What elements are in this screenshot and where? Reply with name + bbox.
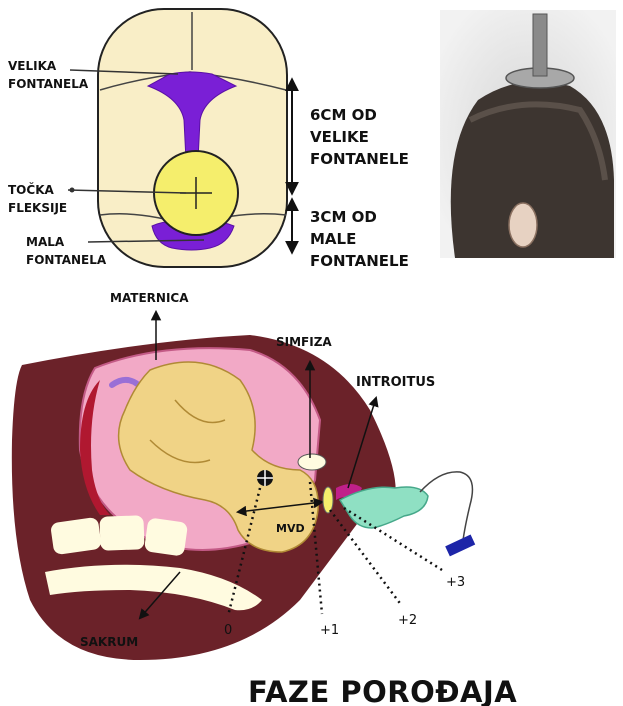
label-dist-male-line3: FONTANELE xyxy=(310,252,409,270)
sacrum-vertebra-1 xyxy=(50,517,102,555)
sacrum-vertebra-2 xyxy=(99,515,144,551)
sacrum-vertebra-3 xyxy=(144,517,188,556)
photo-vacuum-stem xyxy=(533,14,547,76)
fetal-skull-diagram xyxy=(68,9,292,267)
station-label-plus3: +3 xyxy=(446,575,465,590)
label-simfiza: SIMFIZA xyxy=(276,335,332,349)
label-tocka-line2: FLEKSIJE xyxy=(8,201,67,215)
label-dist-velike-line2: VELIKE xyxy=(310,128,369,146)
label-dist-male-line1: 3CM OD xyxy=(310,208,377,226)
vacuum-tube xyxy=(420,472,472,548)
label-velika-line1: VELIKA xyxy=(8,59,57,73)
vacuum-cup-photo xyxy=(440,10,616,258)
photo-ear xyxy=(509,203,537,247)
label-mala-line1: MALA xyxy=(26,235,65,249)
station-label-plus2: +2 xyxy=(398,613,417,628)
label-maternica: MATERNICA xyxy=(110,291,189,305)
page-title: FAZE POROĐAJA xyxy=(248,675,517,706)
label-tocka-line1: TOČKA xyxy=(8,182,54,197)
electrode-blue xyxy=(445,535,475,557)
cup-on-head xyxy=(323,487,333,513)
label-dist-velike-line3: FONTANELE xyxy=(310,150,409,168)
station-label-0: 0 xyxy=(224,623,232,638)
station-label-plus1: +1 xyxy=(320,623,339,638)
label-introitus: INTROITUS xyxy=(356,375,435,390)
label-mala-line2: FONTANELA xyxy=(26,253,107,267)
label-velika-line2: FONTANELA xyxy=(8,77,89,91)
label-sakrum: SAKRUM xyxy=(80,635,138,649)
symphysis-bone xyxy=(298,454,326,470)
label-mvd: MVD xyxy=(276,522,305,535)
tocka-leader-dot xyxy=(70,188,75,193)
label-dist-male-line2: MALE xyxy=(310,230,356,248)
label-dist-velike-line1: 6CM OD xyxy=(310,106,377,124)
